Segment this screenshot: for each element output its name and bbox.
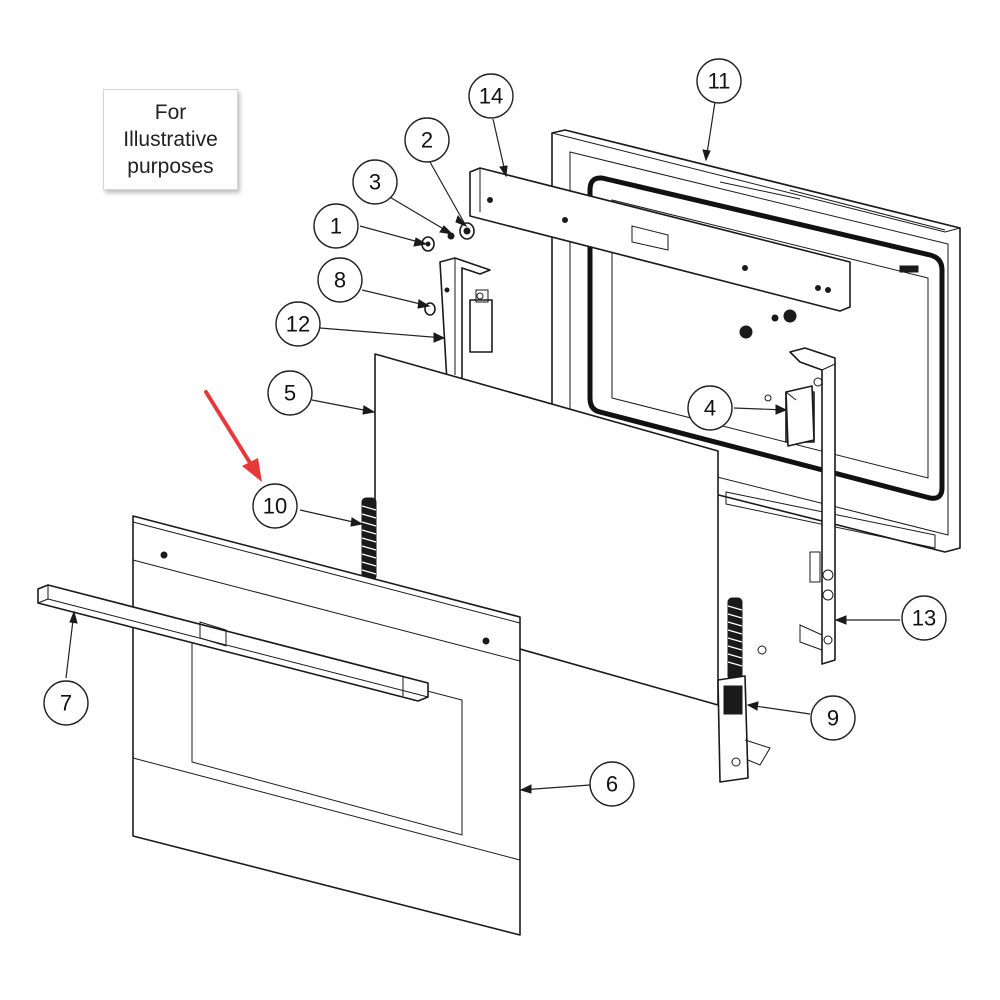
washer-2: [459, 222, 475, 240]
washer-1: [421, 236, 435, 252]
note-line-1: For: [154, 101, 187, 124]
leader-lines: [65, 101, 900, 794]
arrowhead-13: [834, 615, 847, 625]
callout-10: 10: [252, 483, 298, 529]
callout-12: 12: [275, 301, 321, 347]
callout-7: 7: [43, 680, 89, 726]
illustrative-note: For Illustrative purposes: [103, 89, 238, 190]
door-handle: [37, 584, 429, 702]
left-hinge-spring: [361, 497, 377, 581]
callout-12-label: 12: [286, 312, 310, 337]
callout-14: 14: [468, 73, 514, 119]
callout-8-label: 8: [334, 268, 346, 293]
callout-3: 3: [352, 159, 398, 205]
arrowhead-2: [455, 214, 468, 228]
callout-14-label: 14: [479, 84, 503, 109]
arrowhead-14: [499, 165, 508, 178]
right-hinge-assembly: [717, 597, 771, 783]
callout-6-label: 6: [606, 772, 618, 797]
leader-3: [387, 195, 453, 235]
callout-11: 11: [696, 58, 742, 104]
leader-2: [429, 161, 467, 227]
arrowhead-12: [433, 332, 446, 343]
note-line-2: Illustrative: [123, 128, 218, 151]
top-channel: [469, 167, 851, 312]
arrowhead-3: [439, 225, 454, 235]
callout-9-label: 9: [827, 706, 839, 731]
callout-6: 6: [589, 761, 635, 807]
leader-8: [361, 289, 430, 307]
callout-5-label: 5: [284, 381, 296, 406]
callout-1: 1: [313, 203, 359, 249]
callout-9: 9: [810, 695, 856, 741]
callout-10-label: 10: [263, 494, 287, 519]
callout-4: 4: [687, 385, 733, 431]
arrowhead-6: [519, 784, 532, 794]
callout-5: 5: [267, 370, 313, 416]
note-line-3: purposes: [127, 155, 214, 178]
callout-2-label: 2: [421, 128, 433, 153]
callout-8: 8: [317, 257, 363, 303]
arrowhead-9: [746, 701, 759, 711]
arrowhead-7: [69, 610, 78, 624]
callout-2: 2: [404, 117, 450, 163]
arrowhead-11: [702, 149, 711, 162]
arrowhead-8: [417, 299, 431, 309]
callout-4-label: 4: [704, 396, 716, 421]
callout-11-label: 11: [708, 69, 731, 94]
arrowhead-5: [362, 405, 376, 415]
leader-12: [319, 327, 445, 339]
highlight-arrow: [204, 390, 262, 482]
callout-1-label: 1: [330, 214, 342, 239]
arrowhead-10: [350, 517, 364, 527]
thermal-block: [785, 385, 815, 447]
callout-13-label: 13: [912, 606, 936, 631]
callout-7-label: 7: [60, 691, 72, 716]
callout-13: 13: [901, 595, 947, 641]
leader-6: [520, 784, 591, 791]
arrowhead-4: [775, 404, 788, 415]
leader-9: [747, 704, 811, 715]
arrowhead-1: [413, 237, 428, 247]
left-hinge-bracket: [439, 257, 493, 383]
callout-3-label: 3: [369, 170, 381, 195]
leader-7: [65, 611, 75, 679]
